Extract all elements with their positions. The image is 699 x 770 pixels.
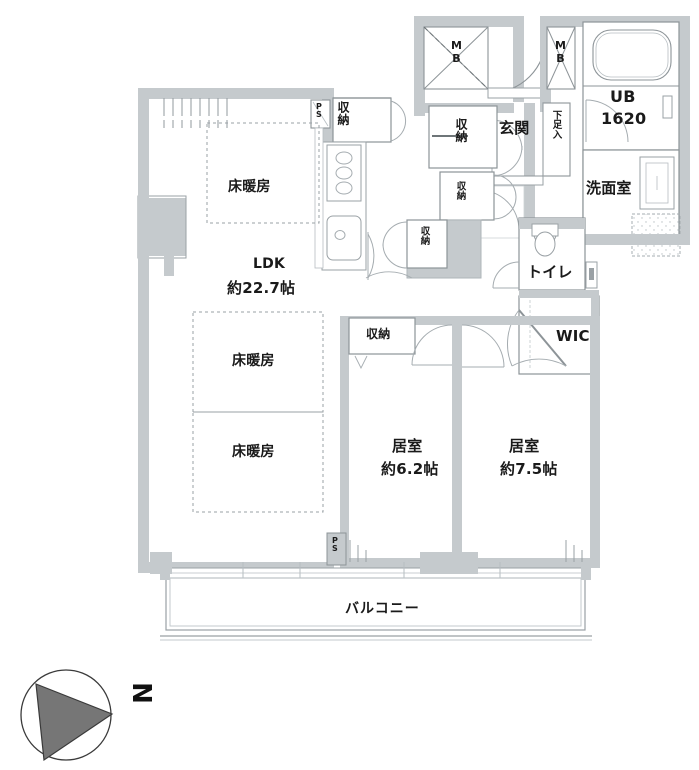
shoe-cabinet-label: 下足入: [550, 110, 562, 140]
bedroom2-room-area: 約7.5帖: [500, 460, 558, 478]
meter-box-left-label: M B: [451, 39, 463, 65]
ldk-room-name: LDK: [253, 256, 285, 272]
floor-heating-label-upper: 床暖房: [228, 179, 271, 195]
washroom-label: 洗面室: [586, 179, 632, 197]
bedroom1-room-area: 約6.2帖: [381, 460, 439, 478]
storage-kitchen-label: 収納: [336, 101, 350, 126]
pipe-space-kitchen-label: P S: [316, 102, 323, 119]
meter-box-right-label: M B: [555, 39, 567, 65]
storage-bedroom1-label: 収納: [366, 327, 391, 341]
storage-hall-label: 収納: [454, 181, 466, 201]
bedroom2-room-name: 居室: [509, 437, 540, 455]
storage-center-label: 収納: [418, 226, 430, 246]
unit-bath-label: UB: [610, 87, 636, 106]
balcony-label: バルコニー: [345, 601, 420, 617]
floor-heating-label-lower: 床暖房: [232, 444, 275, 460]
entrance-label: 玄関: [499, 119, 530, 137]
floor-heating-label-mid: 床暖房: [232, 353, 275, 369]
bedroom1-room-name: 居室: [392, 437, 423, 455]
ldk-room-area: 約22.7帖: [227, 279, 296, 297]
wall-layer: [20, 16, 690, 762]
wic-label: WIC: [556, 327, 590, 345]
toilet-label: トイレ: [527, 263, 573, 281]
pipe-space-balcony-label: P S: [332, 536, 339, 553]
unit-bath-size-label: 1620: [601, 109, 647, 128]
storage-entry-label: 収納: [454, 118, 468, 143]
compass-north-label: N: [125, 682, 156, 704]
